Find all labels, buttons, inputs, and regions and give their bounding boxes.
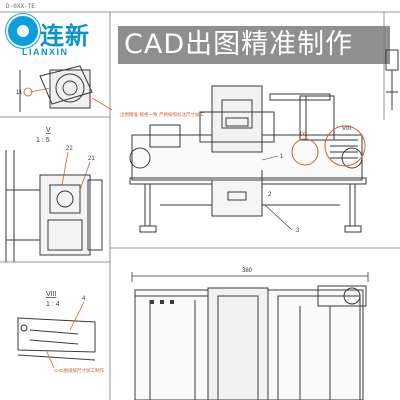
callout-viii: VIII (342, 126, 351, 132)
note-bottom: CAD图纸按尺寸加工制作 (54, 367, 105, 374)
callout-3: 3 (296, 228, 300, 234)
callout-1: 1 (280, 154, 284, 160)
sheet-frame (0, 11, 400, 400)
detail-v: V 1 : 5 22 21 (5, 127, 103, 262)
callout-22: 22 (66, 146, 73, 152)
brand-name-english: LIANXIN (22, 47, 69, 57)
callout-11: 11 (16, 90, 23, 96)
logo-circle-icon (6, 14, 40, 48)
detail-viii-scale: 1 : 4 (46, 301, 60, 308)
detail-v-scale: 1 : 5 (36, 137, 50, 144)
company-logo: 连新 LIANXIN (6, 14, 116, 66)
callout-ix: IX (300, 132, 306, 138)
detail-v-label: V (46, 127, 51, 134)
callout-4-detail: 4 (82, 296, 86, 302)
title-banner: CAD出图精准制作 (118, 26, 390, 64)
callout-2: 2 (268, 192, 272, 198)
detail-viii: VIII 1 : 4 4 CAD图纸按尺寸加工制作 (17, 291, 105, 374)
plan-rollers (150, 300, 174, 304)
dimension-label: 380 (242, 268, 253, 274)
detail-viii-label: VIII (46, 291, 57, 298)
main-elevation-view: IX VIII 1 2 3 出图精准·规格一致·严格按照标注尺寸加工 (120, 85, 367, 234)
brand-name-chinese: 连新 (40, 22, 90, 50)
plan-view: 380 (131, 268, 369, 400)
detail-top-left: 11 (16, 65, 113, 112)
callout-bubble-icon (23, 87, 33, 97)
note-top: 出图精准·规格一致·严格按照标注尺寸加工 (120, 111, 204, 118)
callout-21: 21 (88, 156, 95, 162)
corner-detail (385, 49, 399, 110)
document-code: D-0XX-TE (6, 3, 35, 10)
